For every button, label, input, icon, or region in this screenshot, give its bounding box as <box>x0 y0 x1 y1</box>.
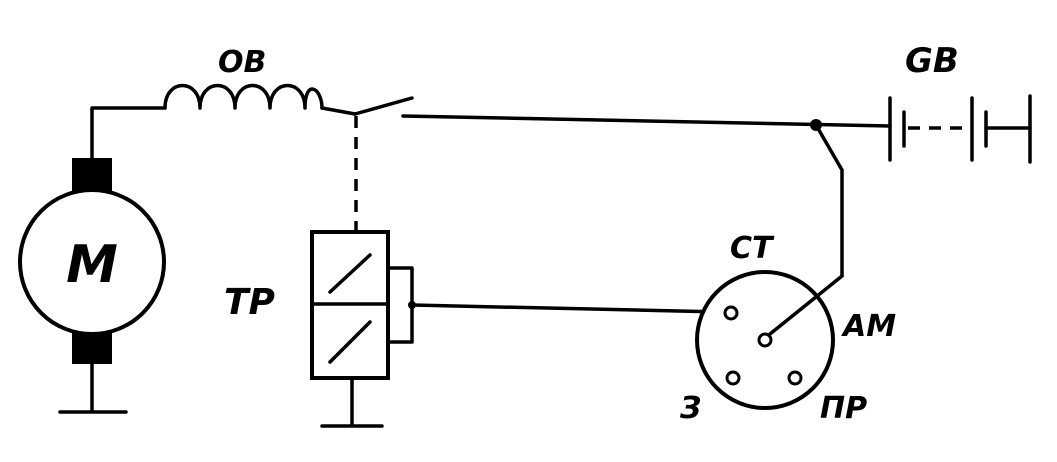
relay-switch-blade <box>353 96 414 116</box>
motor-label: M <box>66 235 118 295</box>
switch-label-ground: З <box>679 391 701 426</box>
motor: M <box>18 158 166 414</box>
switch-contact-center <box>757 332 773 348</box>
field-winding-label: ОВ <box>218 45 266 80</box>
battery-label: GB <box>905 41 959 81</box>
wire-relay-to-switch <box>410 303 724 314</box>
switch-rotor-arm <box>768 274 844 336</box>
relay-coil-1 <box>328 253 372 294</box>
switch-contact-start <box>723 305 739 321</box>
relay-coil-2 <box>328 320 372 364</box>
switch-label-auto: АМ <box>841 309 896 344</box>
motor-armature <box>18 188 166 336</box>
battery <box>888 94 1032 164</box>
field-winding-coil <box>163 83 324 110</box>
wire-switch-to-battery <box>401 114 892 128</box>
wire-winding-to-switch <box>320 106 357 116</box>
switch-contact-run <box>787 370 803 386</box>
wire-motor-to-winding <box>90 106 167 160</box>
motor-top-brush <box>72 158 112 192</box>
switch-contact-ground <box>725 370 741 386</box>
relay-label: ТР <box>224 282 275 323</box>
wire-battery-to-switch <box>814 123 844 278</box>
ignition-switch <box>695 270 844 410</box>
traction-relay <box>310 230 416 428</box>
switch-label-start: СТ <box>730 231 775 266</box>
switch-label-run: ПР <box>820 391 867 426</box>
